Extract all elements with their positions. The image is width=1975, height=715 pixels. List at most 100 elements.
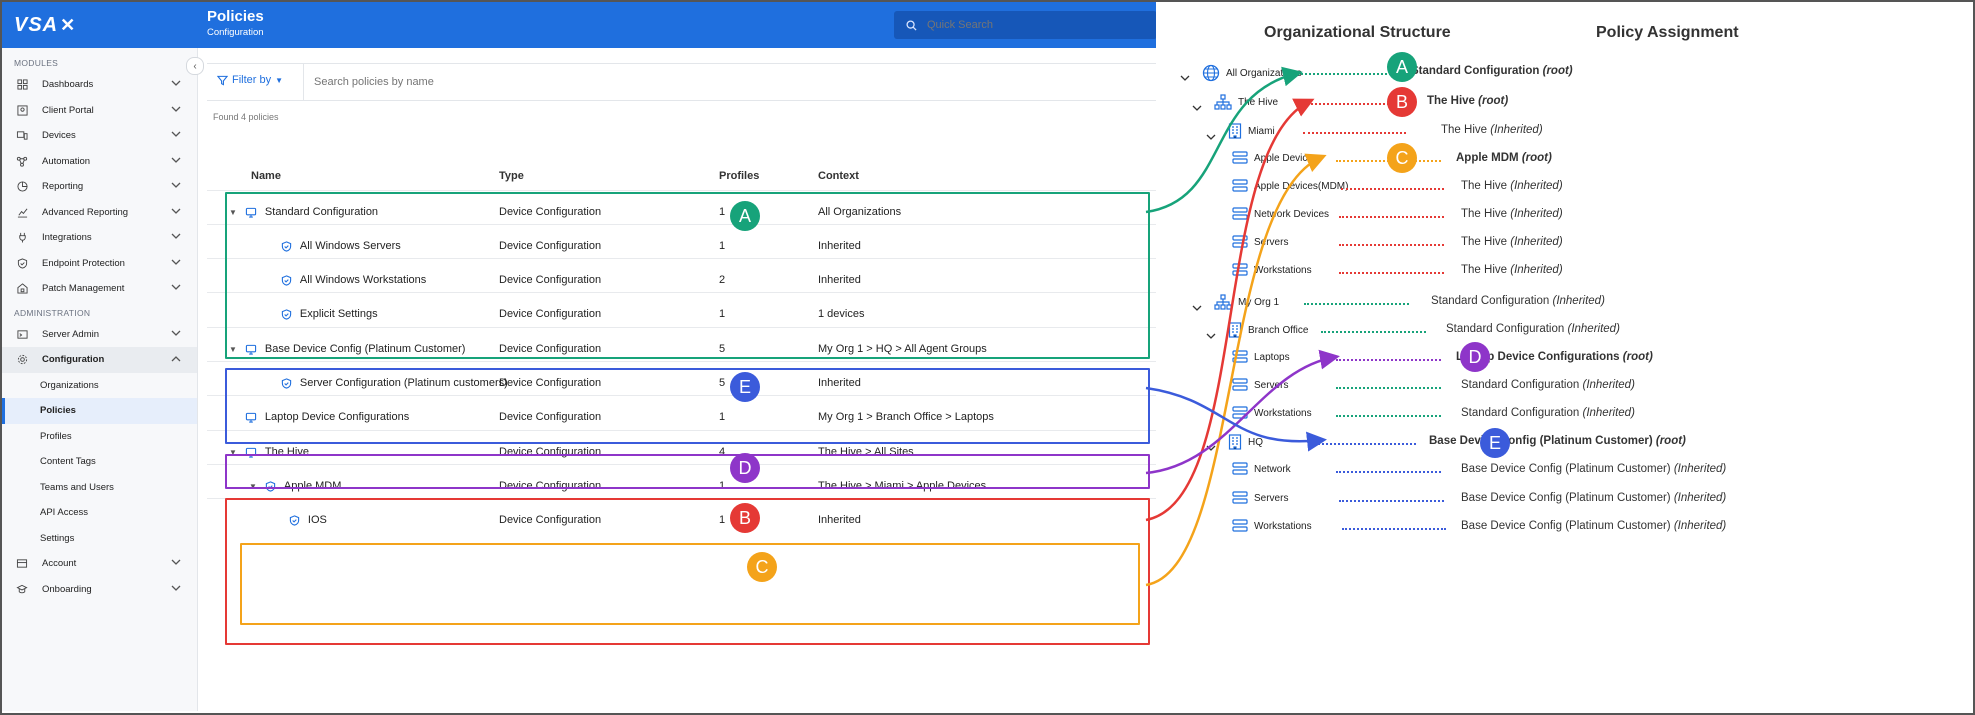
sidebar-item-advanced-reporting[interactable]: Advanced Reporting <box>2 200 197 226</box>
sidebar-item-account[interactable]: Account <box>2 551 197 577</box>
sidebar-item-label: Automation <box>42 155 91 167</box>
sidebar-item-endpoint-protection[interactable]: Endpoint Protection <box>2 251 197 277</box>
policy-name[interactable]: The Hive <box>264 446 309 458</box>
sidebar-item-label: Server Admin <box>42 328 100 340</box>
policy-name-cell: ▼ Standard Configuration <box>229 206 378 218</box>
policy-name[interactable]: Server Configuration (Platinum customers… <box>299 377 508 389</box>
automation-icon <box>16 155 28 167</box>
policy-name[interactable]: Apple MDM <box>283 480 342 492</box>
policy-search-input[interactable] <box>303 64 1016 100</box>
policy-name[interactable]: Laptop Device Configurations <box>264 411 410 423</box>
sidebar-item-integrations[interactable]: Integrations <box>2 225 197 251</box>
chevron-down-icon[interactable] <box>1206 128 1216 146</box>
collapse-sidebar-button[interactable]: ‹ <box>186 57 204 75</box>
policy-name[interactable]: Explicit Settings <box>299 308 378 320</box>
org-node[interactable]: Apple Devices <box>1232 151 1318 165</box>
policy-name[interactable]: IOS <box>307 514 327 526</box>
column-header-type[interactable]: Type <box>499 170 524 182</box>
org-node[interactable]: Network Devices <box>1232 207 1329 221</box>
expand-caret-icon[interactable]: ▼ <box>229 207 237 217</box>
site-icon <box>1228 322 1242 338</box>
expand-caret-icon[interactable]: ▼ <box>229 447 237 457</box>
diagram-badge-b: B <box>1387 87 1417 117</box>
sidebar-item-automation[interactable]: Automation <box>2 149 197 175</box>
org-policy-diagram: Organizational Structure Policy Assignme… <box>1156 2 1971 711</box>
sidebar-item-server-admin[interactable]: Server Admin <box>2 322 197 348</box>
results-count: Found 4 policies <box>213 112 279 122</box>
submenu-item-organizations[interactable]: Organizations <box>40 379 99 391</box>
sidebar-item-devices[interactable]: Devices <box>2 123 197 149</box>
policy-context: All Organizations <box>818 206 902 218</box>
expand-caret-icon[interactable]: ▼ <box>229 344 237 354</box>
org-node[interactable]: The Hive <box>1214 94 1278 110</box>
org-node[interactable]: Workstations <box>1232 263 1312 277</box>
policy-name[interactable]: Standard Configuration <box>264 206 379 218</box>
policy-type: Device Configuration <box>499 274 602 286</box>
chevron-down-icon[interactable] <box>1206 327 1216 345</box>
table-row[interactable]: ▼Base Device Config (Platinum Customer)D… <box>207 327 1156 371</box>
server-icon <box>16 328 28 340</box>
sidebar-item-client-portal[interactable]: Client Portal <box>2 98 197 124</box>
org-node-label: Servers <box>1254 236 1289 248</box>
policy-context: Inherited <box>818 514 861 526</box>
chevron-down-icon[interactable] <box>1180 69 1190 87</box>
org-node[interactable]: All Organizations <box>1202 64 1302 82</box>
quick-search[interactable] <box>894 11 1156 39</box>
org-node[interactable]: HQ <box>1228 434 1263 450</box>
chevron-down-icon[interactable] <box>1192 299 1202 317</box>
vsa-logo[interactable]: VSA <box>14 13 59 36</box>
chevron-down-icon[interactable] <box>1206 439 1216 457</box>
org-node[interactable]: Network <box>1232 462 1291 476</box>
dotted-connector <box>1336 415 1441 417</box>
submenu-item-teams-and-users[interactable]: Teams and Users <box>40 481 114 493</box>
org-node-label: Laptops <box>1254 351 1290 363</box>
quick-search-input[interactable] <box>925 18 1149 32</box>
report-icon <box>16 181 28 193</box>
policy-name[interactable]: All Windows Workstations <box>299 274 427 286</box>
logo-mark-icon: ✕ <box>60 14 76 35</box>
sidebar-item-reporting[interactable]: Reporting <box>2 174 197 200</box>
diagram-badge-a: A <box>1387 52 1417 82</box>
sidebar-item-dashboards[interactable]: Dashboards <box>2 72 197 98</box>
policy-assignment: Standard Configuration (root) <box>1411 65 1573 77</box>
column-header-profiles[interactable]: Profiles <box>719 170 760 182</box>
column-header-name[interactable]: Name <box>251 170 281 182</box>
expand-caret-icon[interactable]: ▼ <box>249 481 257 491</box>
org-node[interactable]: Servers <box>1232 235 1288 249</box>
org-node[interactable]: Miami <box>1228 123 1275 139</box>
submenu-item-policies[interactable]: Policies <box>2 398 197 424</box>
sidebar-item-patch-management[interactable]: Patch Management <box>2 276 197 302</box>
org-node[interactable]: Branch Office <box>1228 322 1308 338</box>
org-node[interactable]: Workstations <box>1232 519 1312 533</box>
sidebar-item-configuration[interactable]: Configuration <box>2 347 197 373</box>
submenu-item-settings[interactable]: Settings <box>40 532 75 544</box>
submenu-item-profiles[interactable]: Profiles <box>40 430 72 442</box>
org-node[interactable]: Laptops <box>1232 350 1290 364</box>
org-node[interactable]: My Org 1 <box>1214 294 1279 310</box>
column-header-context[interactable]: Context <box>818 170 859 182</box>
policy-name[interactable]: Base Device Config (Platinum Customer) <box>264 343 466 355</box>
submenu-item-content-tags[interactable]: Content Tags <box>40 456 96 468</box>
org-node[interactable]: Servers <box>1232 491 1288 505</box>
sidebar-item-onboarding[interactable]: Onboarding <box>2 577 197 603</box>
filter-by-button[interactable]: Filter by ▼ <box>217 74 283 86</box>
org-node-label: Network <box>1254 463 1291 475</box>
org-node[interactable]: Apple Devices(MDM) <box>1232 179 1348 193</box>
policy-assignment-tag: (root) <box>1655 435 1686 447</box>
submenu-item-api-access[interactable]: API Access <box>40 507 89 519</box>
org-icon <box>1214 94 1232 110</box>
table-row[interactable]: ▼Server Configuration (Platinum customer… <box>207 361 1156 405</box>
chevron-down-icon[interactable] <box>1192 99 1202 117</box>
org-node[interactable]: Workstations <box>1232 406 1312 420</box>
policy-context: Inherited <box>818 377 861 389</box>
policy-name[interactable]: All Windows Servers <box>299 240 401 252</box>
org-node[interactable]: Servers <box>1232 378 1288 392</box>
